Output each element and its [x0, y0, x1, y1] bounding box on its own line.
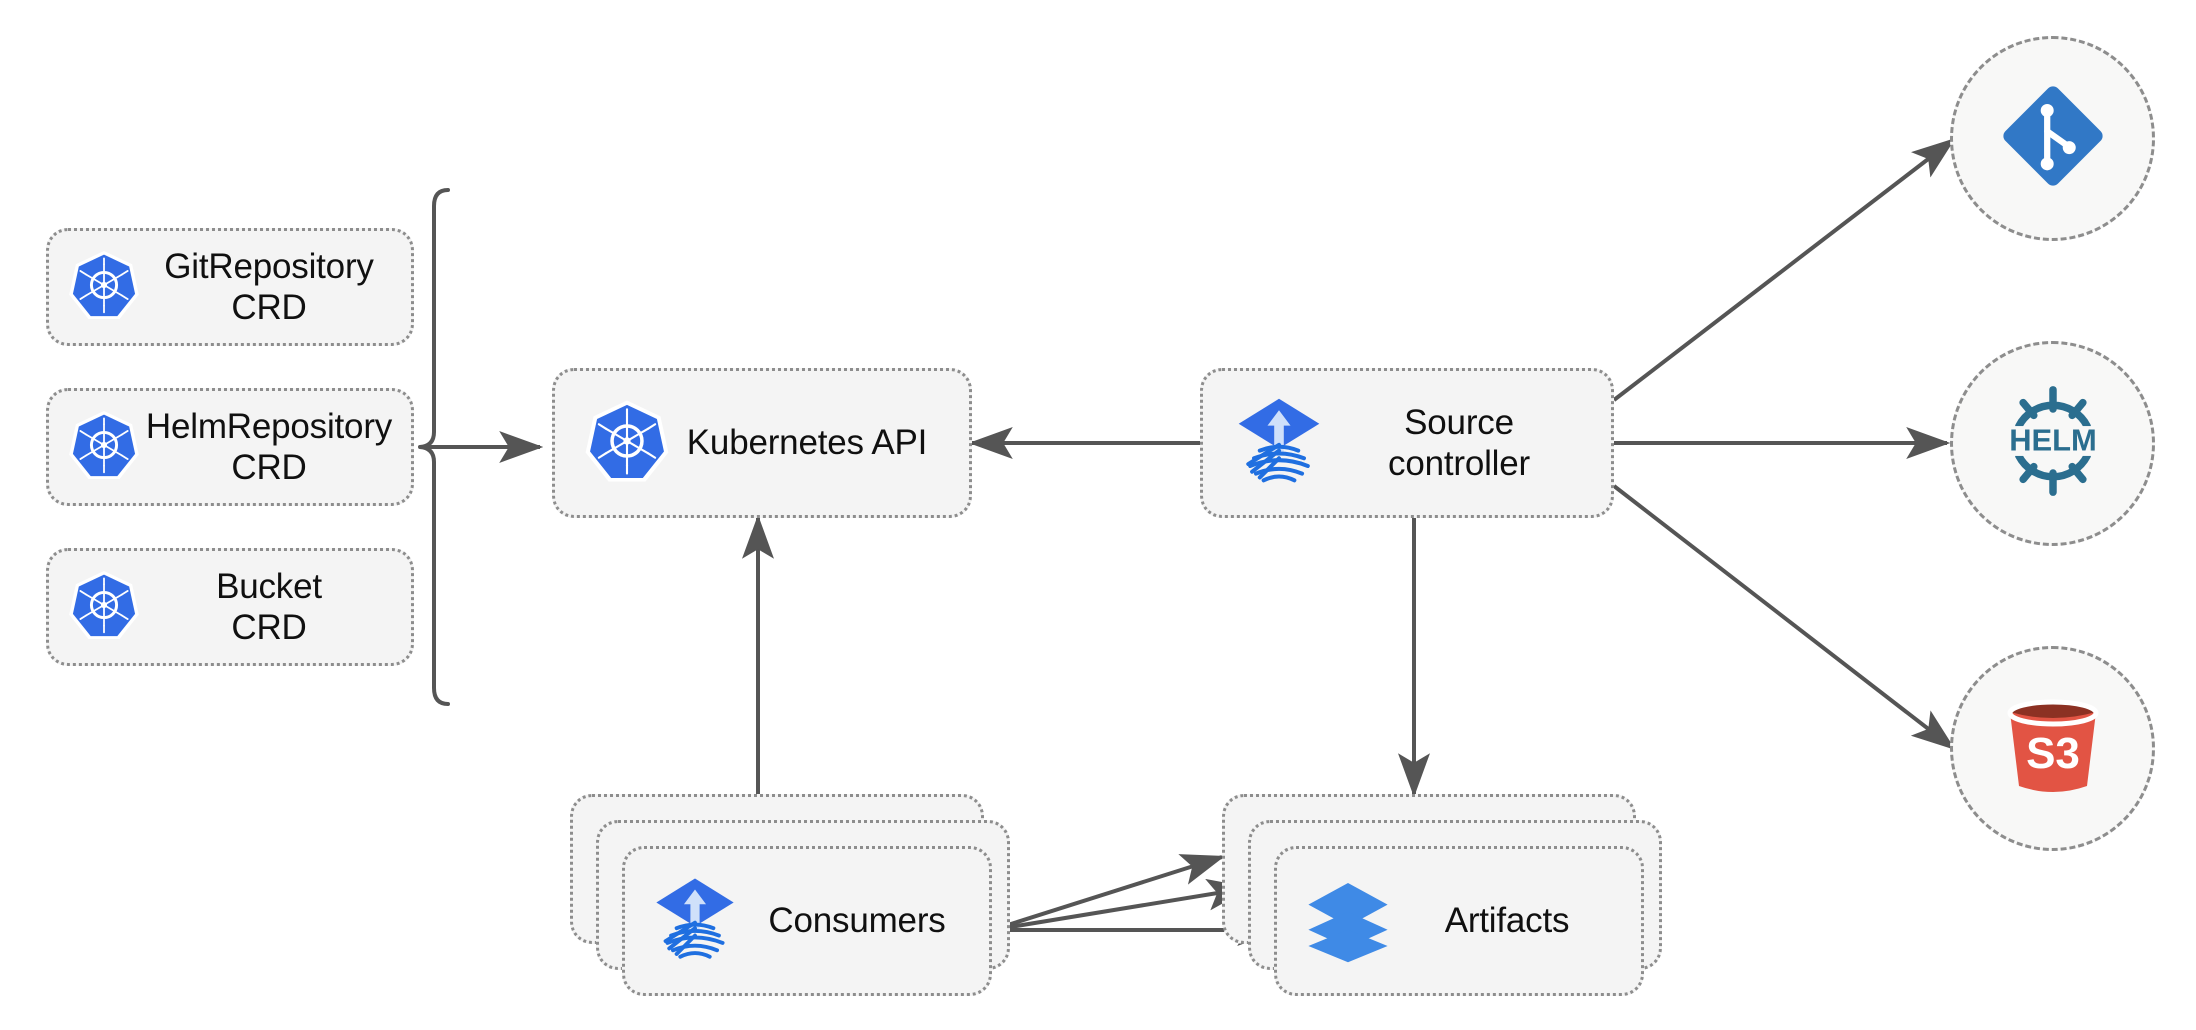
crd-group-brace [418, 188, 450, 706]
edge-consumers-to-artifacts-middle [991, 878, 1252, 932]
helm-wordmark: HELM [2009, 423, 2097, 458]
crd-label: HelmRepository CRD [145, 406, 393, 487]
s3-bucket-icon: S3 [1993, 686, 2113, 811]
flux-icon [1231, 393, 1327, 494]
git-icon [1995, 78, 2111, 199]
node-label: Consumers [768, 901, 946, 941]
node-artifacts[interactable]: Artifacts [1274, 846, 1644, 996]
crd-label: GitRepository CRD [164, 246, 374, 327]
node-label: Kubernetes API [686, 423, 928, 463]
flux-icon [649, 873, 741, 970]
kubernetes-icon [583, 397, 671, 490]
source-circle-git[interactable] [1950, 36, 2155, 241]
edge-consumers-to-artifacts-back [991, 854, 1226, 932]
kubernetes-icon [67, 568, 141, 647]
node-label: Artifacts [1444, 901, 1570, 941]
crd-box-gitrepository[interactable]: GitRepository CRD [46, 228, 414, 346]
source-circle-s3[interactable]: S3 [1950, 646, 2155, 851]
crd-label: Bucket CRD [216, 566, 322, 647]
s3-wordmark: S3 [2026, 729, 2080, 778]
edge-source-controller-to-git [1612, 138, 1956, 402]
node-kubernetes-api[interactable]: Kubernetes API [552, 368, 972, 518]
node-consumers[interactable]: Consumers [622, 846, 992, 996]
source-circle-helm[interactable]: HELM [1950, 341, 2155, 546]
node-source-controller[interactable]: Source controller [1200, 368, 1614, 518]
kubernetes-icon [67, 248, 141, 327]
crd-box-bucket[interactable]: Bucket CRD [46, 548, 414, 666]
kubernetes-icon [67, 408, 141, 487]
edge-source-controller-to-s3 [1612, 484, 1956, 750]
crd-box-helmrepository[interactable]: HelmRepository CRD [46, 388, 414, 506]
layers-icon [1303, 874, 1393, 969]
helm-icon: HELM [1989, 377, 2117, 510]
node-label: Source controller [1388, 402, 1530, 483]
